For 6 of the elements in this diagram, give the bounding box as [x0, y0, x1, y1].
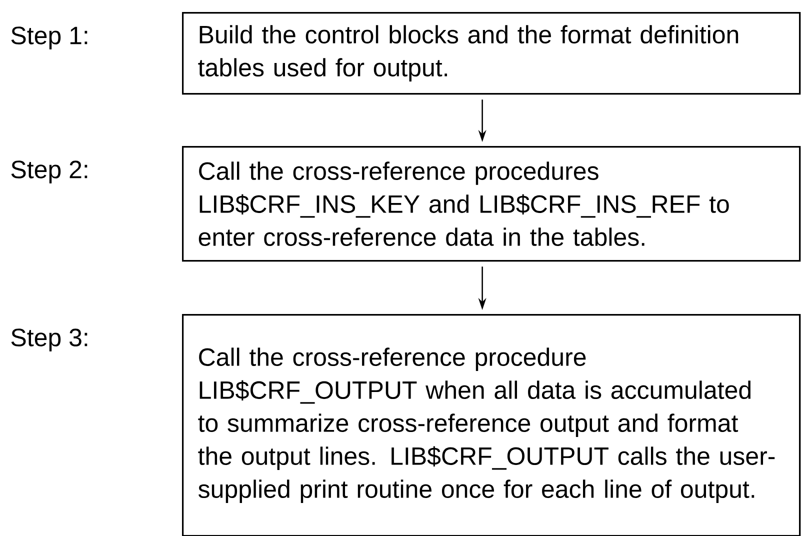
- step-label: Step 1:: [11, 26, 88, 50]
- process-box: Build the control blocks and the format definition tables used for output.: [182, 12, 801, 95]
- step-label: Step 3:: [11, 328, 88, 352]
- process-box: Call the cross-reference procedure LIB$CRF_OUTPUT when all data is accumulated to summarize cross-reference output and format the output lines. LIB$CRF_OUTPUT calls the user-supplied print routine once for each line of output.: [182, 314, 801, 536]
- process-box: Call the cross-reference procedures LIB$CRF_INS_KEY and LIB$CRF_INS_REF to enter cross-reference data in the tables.: [182, 146, 801, 262]
- step-label: Step 2:: [11, 160, 88, 184]
